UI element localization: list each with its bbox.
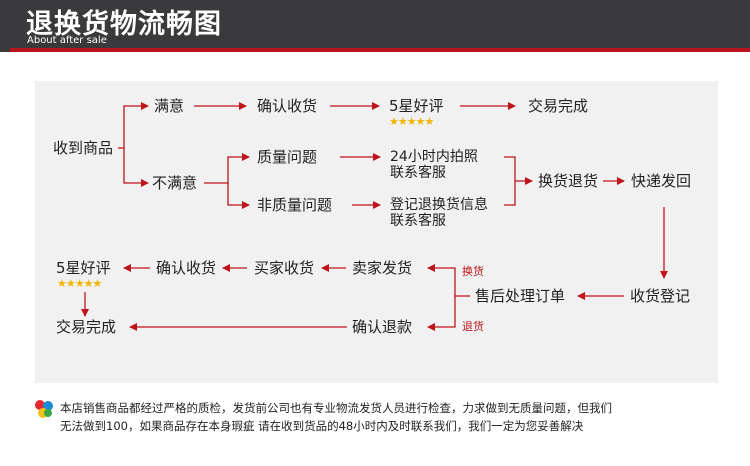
node-express-back: 快递发回 [631,172,692,190]
header-accent-bar [10,48,750,52]
color-dots-icon [35,400,53,418]
node-confirm-receipt: 确认收货 [257,97,318,115]
node-non-quality-issue: 非质量问题 [257,196,333,214]
page-title: 退换货物流畅图 [26,9,222,40]
star-rating: ★★★★★ [389,115,434,128]
node-quality-issue: 质量问题 [257,148,318,166]
node-satisfied: 满意 [154,97,185,115]
footer-notice-line1: 本店销售商品都经过严格的质检，发货前公司也有专业物流发货人员进行检查，力求做到无… [60,401,612,415]
node-exchange-return: 换货退货 [538,172,599,190]
node-aftersale-order: 售后处理订单 [475,287,566,305]
footer-notice-line2: 无法做到100，如果商品存在本身瑕疵 请在收到货品的48小时内及时联系我们，我们… [60,419,584,433]
node-photo-line1: 24小时内拍照 [390,149,478,165]
node-register-line1: 登记退换货信息 [390,197,488,213]
node-receive-register: 收货登记 [630,287,691,305]
node-dissatisfied: 不满意 [152,174,198,192]
tag-return: 退货 [462,320,484,333]
node-trade-done-2: 交易完成 [56,318,117,336]
node-photo-line2: 联系客服 [390,165,446,181]
header-bar: 退换货物流畅图 About after sale [0,0,750,52]
page-subtitle: About after sale [27,35,107,46]
node-register-line2: 联系客服 [390,213,446,229]
star-rating-2: ★★★★★ [57,277,102,290]
node-confirm-receipt-2: 确认收货 [156,259,217,277]
node-five-star-2: 5星好评 [56,259,111,277]
node-five-star: 5星好评 [389,97,444,115]
node-trade-done: 交易完成 [528,97,589,115]
node-seller-ship: 卖家发货 [352,259,413,277]
node-confirm-refund: 确认退款 [352,318,413,336]
node-received: 收到商品 [53,139,114,157]
tag-exchange: 换货 [462,265,484,278]
flow-panel [35,81,718,383]
node-buyer-receive: 买家收货 [254,259,315,277]
